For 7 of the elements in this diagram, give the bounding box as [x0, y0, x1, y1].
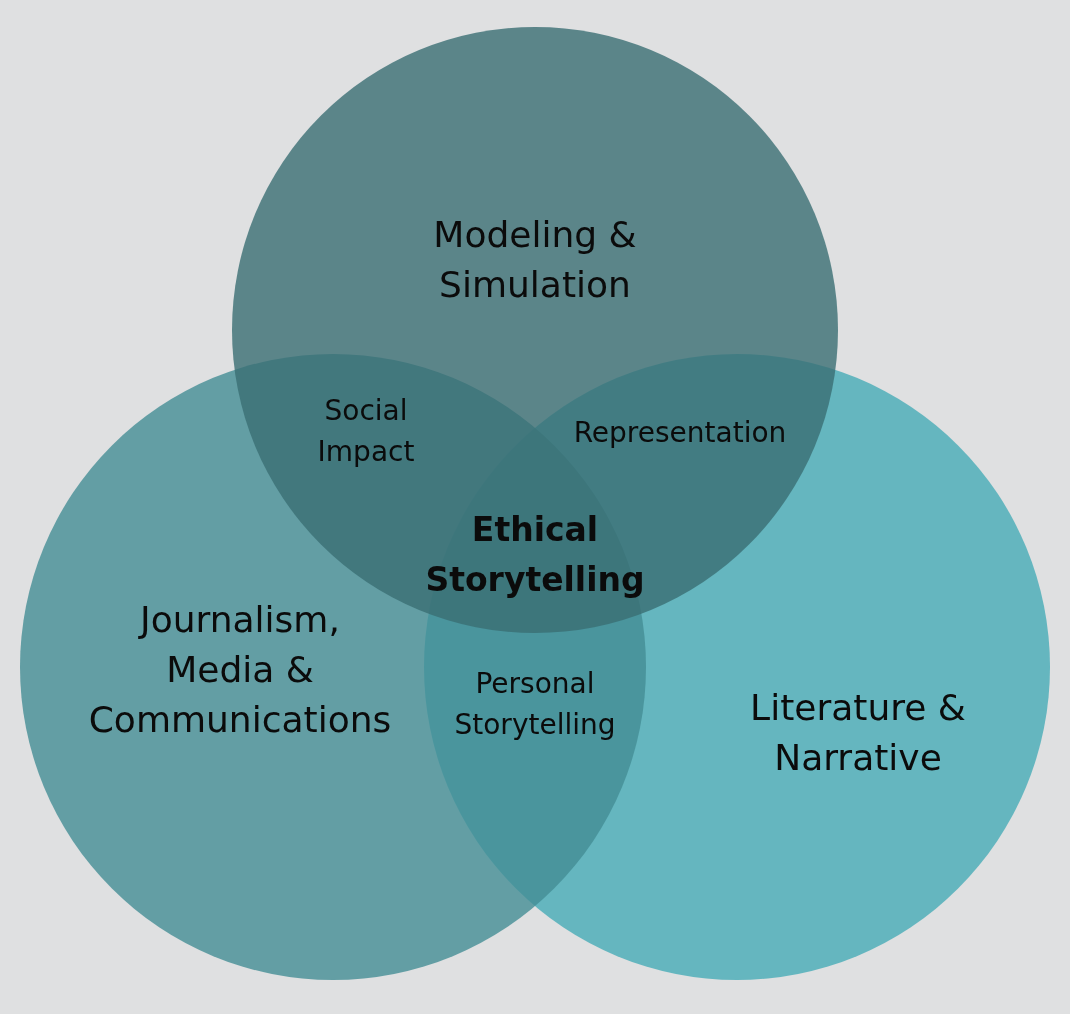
overlap-label: Social Impact: [316, 393, 416, 470]
overlap-label: Representation: [572, 414, 788, 451]
overlap-label: Personal Storytelling: [453, 666, 617, 743]
circle-title: Modeling & Simulation: [432, 213, 638, 307]
center-label: Ethical Storytelling: [424, 509, 646, 601]
circle-title: Journalism, Media & Communications: [87, 598, 393, 742]
circle-title: Literature & Narrative: [749, 686, 967, 780]
